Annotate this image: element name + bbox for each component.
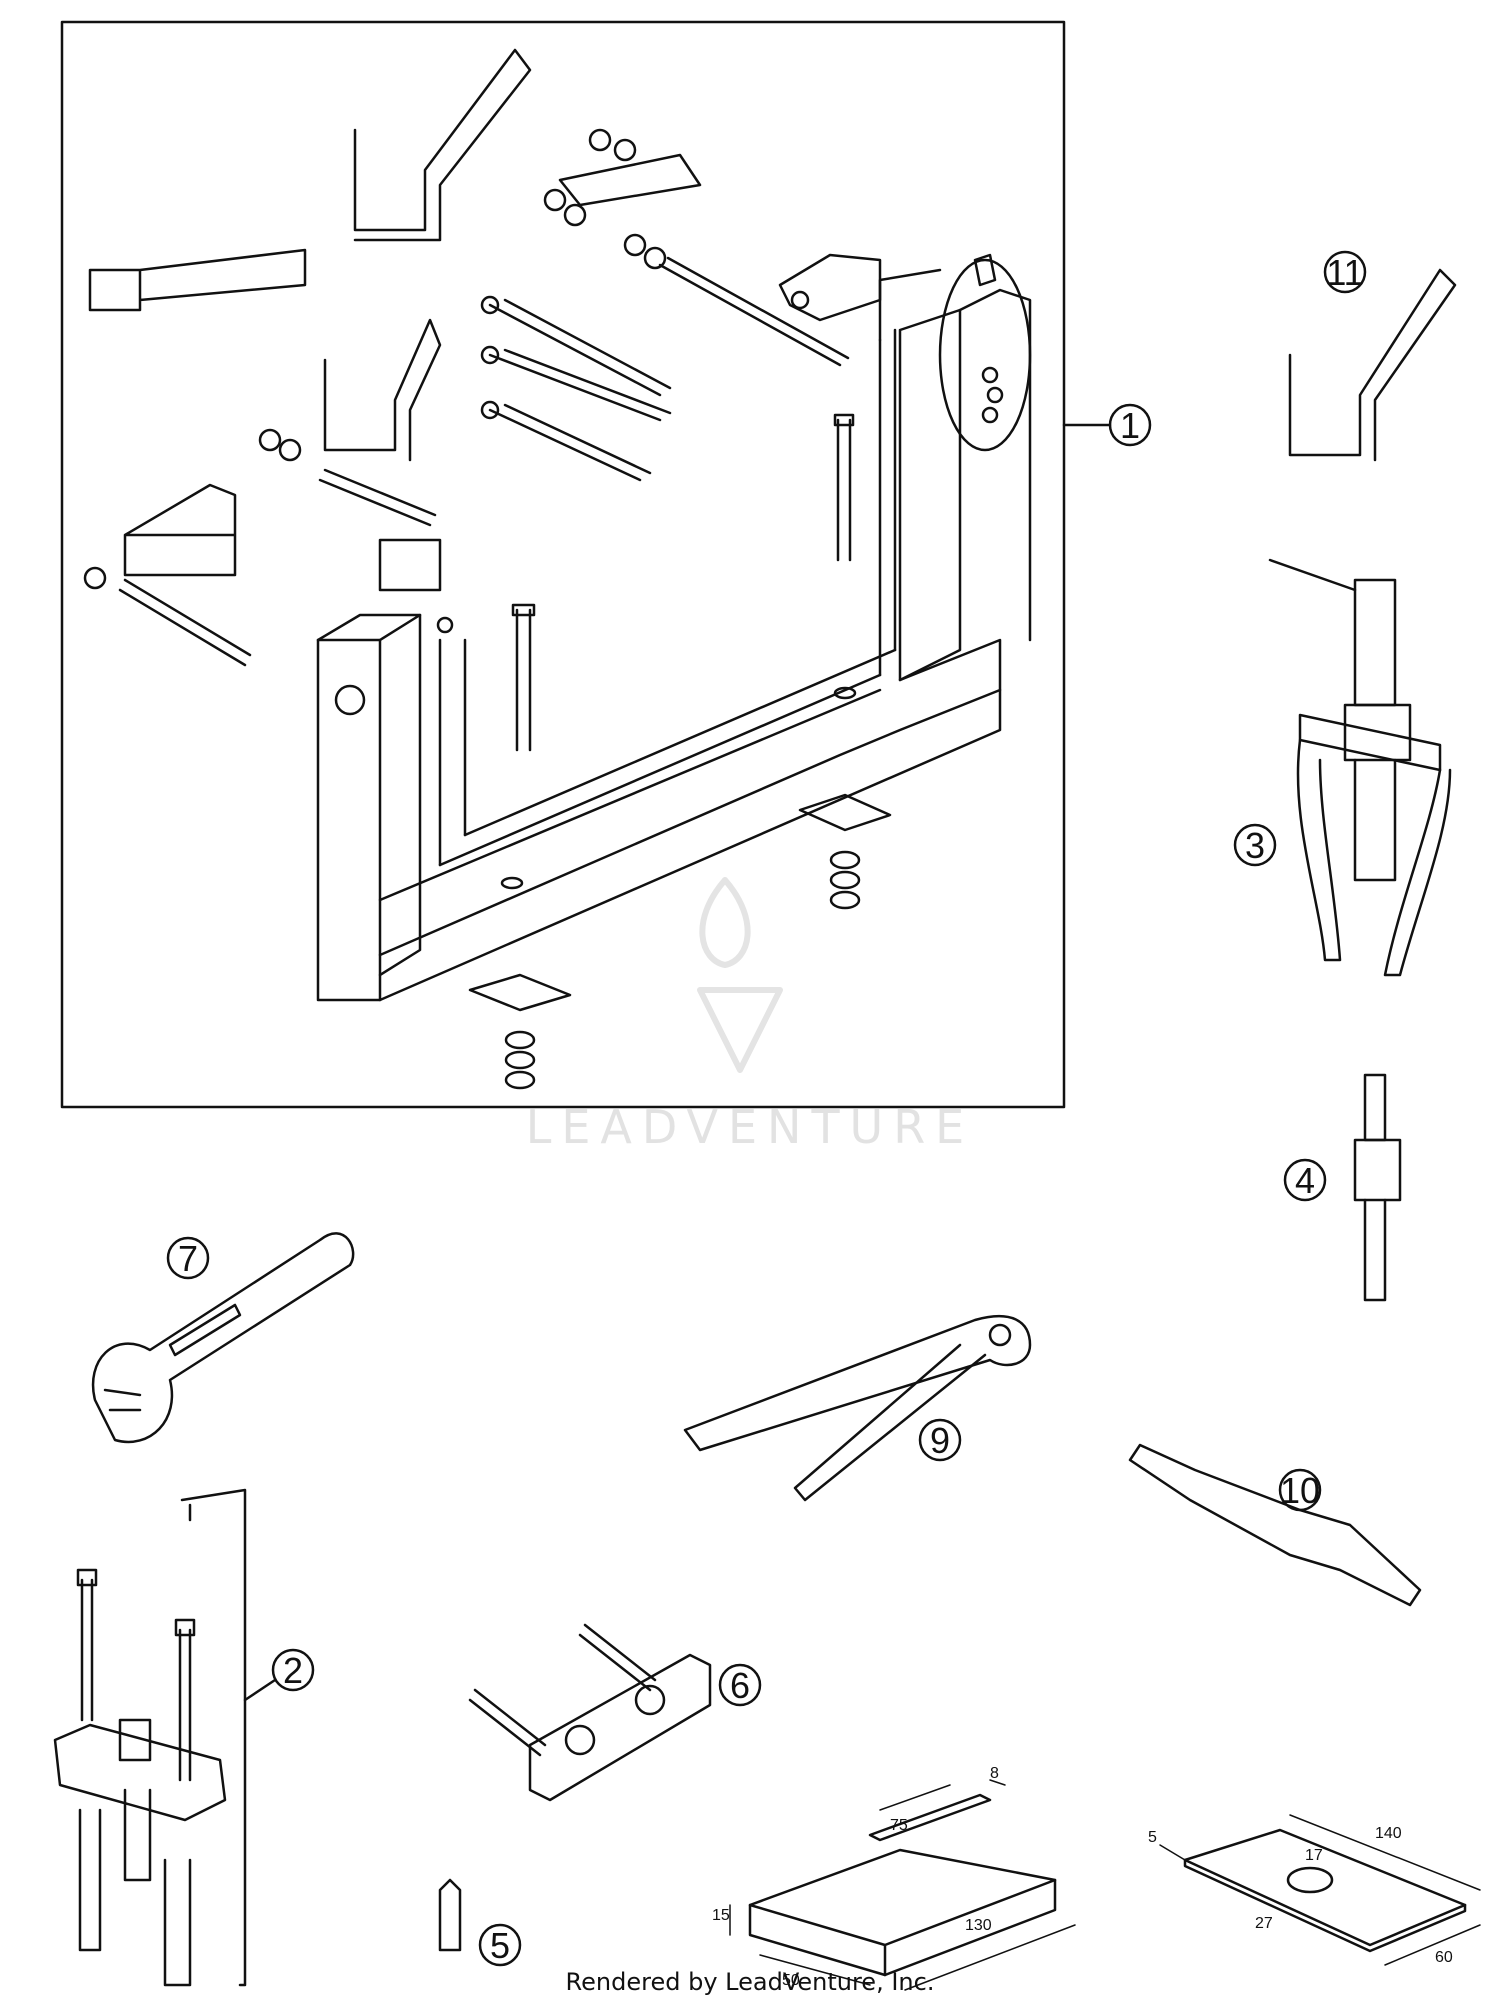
- callout-11: 11: [1326, 252, 1363, 293]
- block-dimension-lines: [729, 1779, 1076, 1991]
- hook-wrench-7: [91, 1232, 355, 1444]
- callout-4: 4: [1295, 1160, 1315, 1201]
- nuts-and-washers: [83, 128, 667, 590]
- dim-block-width: 50: [782, 1972, 800, 1989]
- engine-stand-assembly: [316, 253, 1032, 1090]
- flat-tool-10: [1128, 1443, 1422, 1607]
- engine-stand-frame-box: [60, 20, 1066, 1109]
- callout-2: 2: [283, 1650, 303, 1691]
- dim-plate-thickness: 5: [1148, 1829, 1157, 1846]
- stand-brackets: [88, 48, 702, 577]
- dim-block-height: 15: [712, 1907, 730, 1924]
- callout-circle-9: [918, 1418, 962, 1462]
- dim-slot-width: 8: [990, 1765, 999, 1782]
- callout-labels: 1 2 3 4 5 6 7 9 10 11: [178, 252, 1364, 1966]
- leadventure-logo-watermark: [697, 877, 783, 1073]
- callout-circle-2: [271, 1648, 315, 1692]
- part-5: [438, 1878, 462, 1952]
- dim-hole-offset: 27: [1255, 1915, 1273, 1932]
- callout-1: 1: [1120, 405, 1140, 446]
- callout-markers: [166, 250, 1367, 1967]
- wooden-block: [748, 1793, 1057, 1977]
- callout-circle-3: [1233, 823, 1277, 867]
- dim-hole-diameter: 17: [1305, 1847, 1323, 1864]
- bracket-11: [1288, 268, 1457, 462]
- dim-block-length: 130: [965, 1917, 992, 1934]
- callout-circle-10: [1278, 1468, 1322, 1512]
- dim-slot-length: 75: [890, 1817, 908, 1834]
- callout-7: 7: [178, 1238, 198, 1279]
- puller-6: [468, 1623, 712, 1802]
- callout-circle-6: [718, 1663, 762, 1707]
- callout-6: 6: [730, 1665, 750, 1706]
- render-credit: Rendered by LeadVenture, Inc.: [565, 1968, 935, 1996]
- callout-circle-11: [1323, 250, 1367, 294]
- callout-3: 3: [1245, 825, 1265, 866]
- dim-plate-width: 60: [1435, 1949, 1453, 1966]
- dimension-labels: 15 50 130 75 8 5 140 60 17 27: [712, 1765, 1453, 1989]
- leader-line-2: [243, 1678, 277, 1702]
- steel-plate: [1183, 1828, 1467, 1953]
- pin-spanner-9: [683, 1315, 1032, 1502]
- callout-circle-5: [478, 1923, 522, 1967]
- watermark-text: LEADVENTURE: [525, 1100, 975, 1154]
- three-jaw-puller: [1268, 558, 1452, 977]
- callout-circle-4: [1283, 1158, 1327, 1202]
- callout-5: 5: [490, 1925, 510, 1966]
- callout-circle-7: [166, 1236, 210, 1280]
- callout-circle-1: [1108, 403, 1152, 447]
- threaded-rods: [118, 256, 850, 667]
- plate-dimension-lines: [1159, 1814, 1481, 1966]
- tool-set-2: [53, 1488, 247, 1987]
- callout-10: 10: [1280, 1470, 1320, 1511]
- callout-9: 9: [930, 1420, 950, 1461]
- dim-plate-length: 140: [1375, 1825, 1402, 1842]
- bearing-puller-4: [1353, 1073, 1402, 1302]
